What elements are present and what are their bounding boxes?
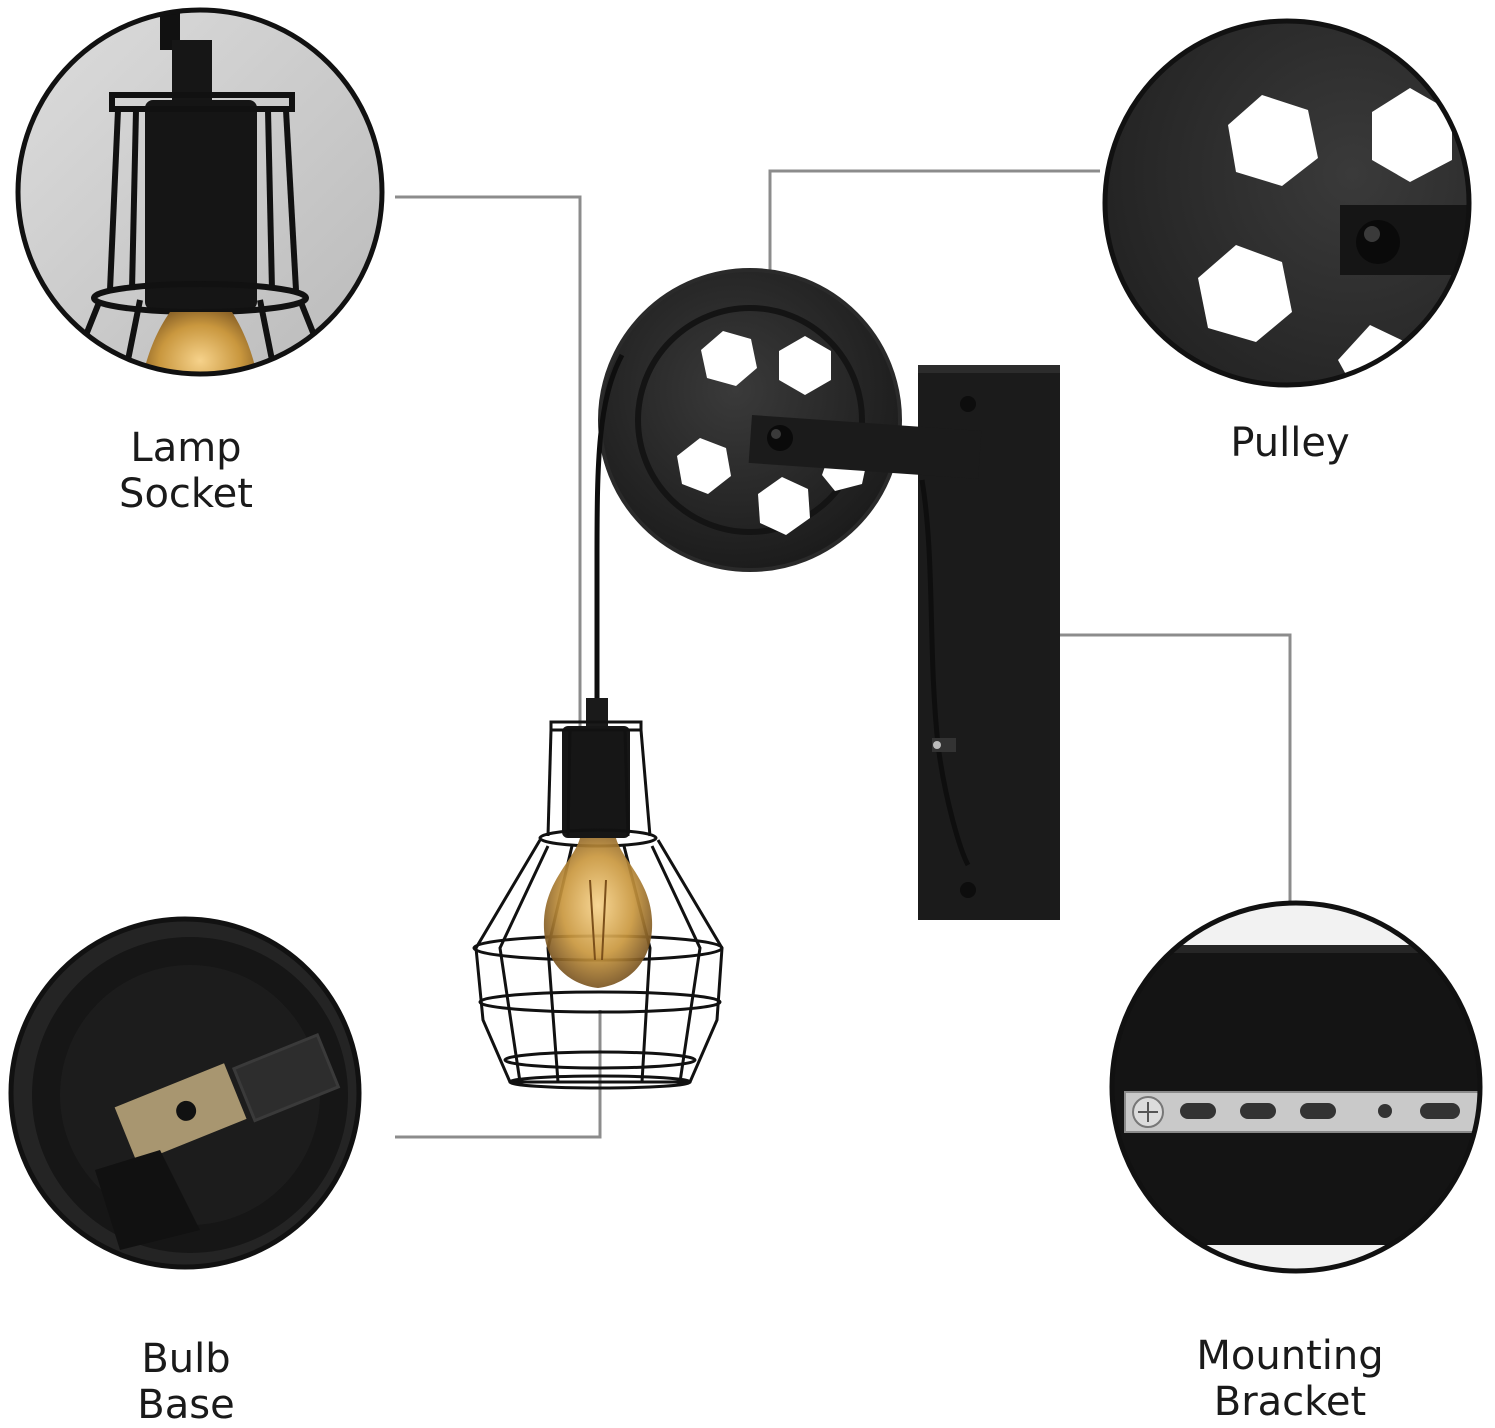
mounting-bracket-label-line2: Bracket [1213, 1379, 1367, 1425]
pulley-wheel [600, 270, 900, 570]
lamp-socket-closeup-icon [15, 7, 385, 377]
mounting-bracket-label-line1: Mounting [1196, 1333, 1384, 1379]
leader-lamp-socket [395, 195, 582, 790]
pulley-arm [748, 415, 982, 479]
callout-label-pulley: Pulley [1190, 420, 1390, 466]
leader-bulb-base [395, 1010, 602, 1139]
mounting-bracket-closeup-icon [1109, 900, 1483, 1274]
callout-label-lamp-socket: Lamp Socket [86, 425, 286, 517]
leader-mounting-bracket [1060, 633, 1292, 912]
callout-label-bulb-base: Bulb Base [86, 1336, 286, 1428]
lamp-socket-label-line2: Socket [119, 471, 253, 517]
bulb-base-closeup-icon [8, 916, 362, 1270]
wall-lamp-icon [472, 268, 1060, 1090]
pulley-label-line1: Pulley [1230, 420, 1350, 466]
bulb [543, 838, 653, 988]
lamp-socket-body [562, 726, 630, 838]
callout-label-mounting-bracket: Mounting Bracket [1160, 1333, 1420, 1425]
bulb-base-label-line2: Base [137, 1382, 235, 1428]
bulb-base-label-line1: Bulb [141, 1336, 231, 1382]
lamp-socket-label-line1: Lamp [130, 425, 242, 471]
pulley-closeup-icon [1102, 18, 1472, 388]
